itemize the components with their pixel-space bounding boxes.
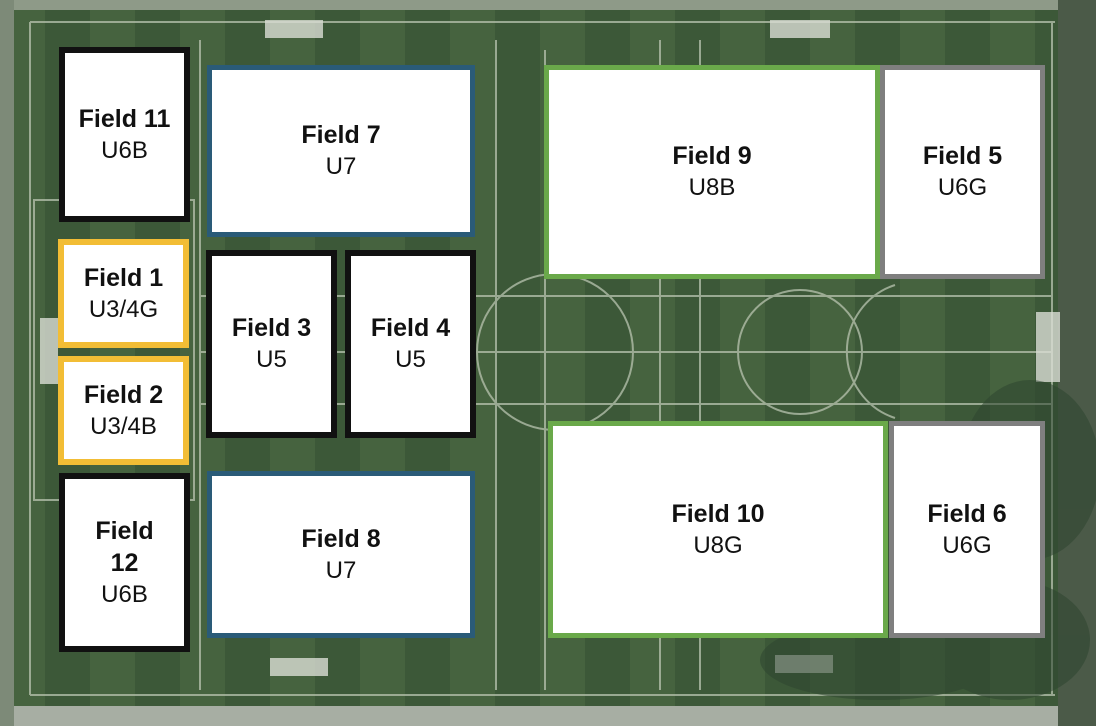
field-12-box[interactable]: Field 12 U6B [59, 473, 190, 652]
field-name: Field 7 [301, 121, 381, 149]
field-division: U8G [693, 531, 743, 559]
field-name: Field 4 [370, 314, 451, 342]
field-4-box[interactable]: Field 4 U5 [345, 250, 476, 438]
field-division: U3/4G [88, 295, 159, 323]
field-8-box[interactable]: Field 8 U7 [207, 471, 475, 638]
field-division: U6G [942, 531, 992, 559]
field-name: Field 6 [927, 499, 1007, 528]
field-3-box[interactable]: Field 3 U5 [206, 250, 337, 438]
field-2-box[interactable]: Field 2 U3/4B [58, 356, 189, 465]
field-9-box[interactable]: Field 9 U8B [544, 65, 880, 279]
field-division: U3/4B [90, 412, 157, 440]
field-name: Field 11 [78, 104, 171, 133]
field-division: U8B [688, 174, 736, 201]
field-division: U7 [325, 556, 357, 584]
field-division: U6B [101, 580, 148, 608]
field-7-box[interactable]: Field 7 U7 [207, 65, 475, 237]
field-name: Field 2 [83, 380, 164, 409]
field-division: U7 [325, 153, 357, 180]
field-division: U6G [937, 174, 988, 201]
field-name: Field 9 [672, 142, 752, 170]
field-name: Field 12 [95, 516, 154, 577]
field-name: Field 3 [231, 314, 312, 342]
field-name: Field 8 [301, 524, 381, 553]
field-name: Field 10 [671, 499, 765, 528]
field-10-box[interactable]: Field 10 U8G [548, 421, 888, 638]
field-5-box[interactable]: Field 5 U6G [880, 65, 1045, 279]
field-division: U5 [256, 346, 287, 373]
field-division: U6B [101, 136, 148, 164]
field-name: Field 1 [83, 263, 164, 292]
field-6-box[interactable]: Field 6 U6G [889, 421, 1045, 638]
field-11-box[interactable]: Field 11 U6B [59, 47, 190, 222]
field-division: U5 [395, 346, 426, 373]
field-1-box[interactable]: Field 1 U3/4G [58, 239, 189, 348]
field-name: Field 5 [922, 142, 1003, 170]
